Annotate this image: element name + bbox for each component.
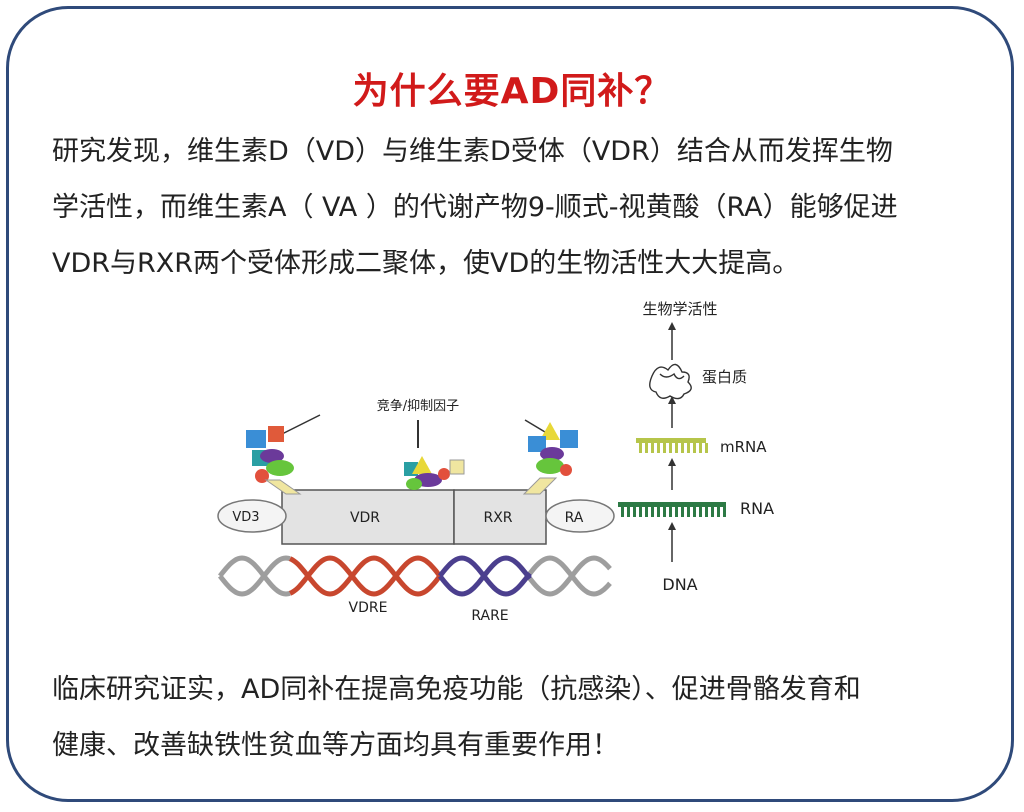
conclusion-paragraph: 临床研究证实，AD同补在提高免疫功能（抗感染）、促进骨骼发育和 健康、改善缺铁性… — [52, 662, 972, 774]
expression-pathway: 生物学活性 蛋白质 mRNA RNA DNA — [618, 300, 774, 594]
rare-label: RARE — [471, 608, 508, 624]
intro-line: VDR与RXR两个受体形成二聚体，使VD的生物活性大大提高。 — [52, 248, 800, 279]
rxr-label: RXR — [483, 510, 512, 526]
pathway-step-rna: RNA — [740, 499, 774, 518]
pathway-step-activity: 生物学活性 — [642, 300, 717, 318]
competitor-factors: 竞争/抑制因子 — [377, 398, 465, 490]
left-coactivator-complex — [246, 414, 321, 495]
pathway-step-protein: 蛋白质 — [702, 368, 747, 386]
intro-line: 学活性，而维生素A（ VA ）的代谢产物9-顺式-视黄酸（RA）能够促进 — [52, 192, 898, 223]
vdr-receptor — [281, 489, 455, 545]
vdr-label: VDR — [350, 510, 380, 526]
mrna-icon — [636, 438, 708, 453]
ra-label: RA — [565, 510, 584, 526]
receptor-diagram: VDR RXR VD3 RA 竞争/抑制因子 VDRE — [217, 300, 774, 624]
vd3-ligand — [217, 499, 287, 533]
slide-title: 为什么要AD同补？ — [352, 71, 672, 112]
pathway-step-dna: DNA — [662, 575, 697, 594]
vdre-label: VDRE — [349, 600, 388, 616]
slide-card — [6, 6, 1014, 802]
protein-icon — [649, 363, 692, 400]
rna-icon — [618, 502, 726, 517]
ra-ligand — [545, 499, 615, 533]
pathway-step-mrna: mRNA — [720, 438, 767, 456]
intro-paragraph: 研究发现，维生素D（VD）与维生素D受体（VDR）结合从而发挥生物 学活性，而维… — [52, 124, 972, 292]
rxr-receptor — [453, 489, 547, 545]
conclusion-line: 临床研究证实，AD同补在提高免疫功能（抗感染）、促进骨骼发育和 — [52, 674, 861, 705]
intro-line: 研究发现，维生素D（VD）与维生素D受体（VDR）结合从而发挥生物 — [52, 136, 893, 167]
vd3-label: VD3 — [232, 510, 259, 525]
conclusion-line: 健康、改善缺铁性贫血等方面均具有重要作用！ — [52, 730, 619, 761]
right-coactivator-complex — [522, 419, 578, 495]
competitor-label: 竞争/抑制因子 — [377, 398, 459, 414]
dna-helix — [218, 555, 612, 597]
